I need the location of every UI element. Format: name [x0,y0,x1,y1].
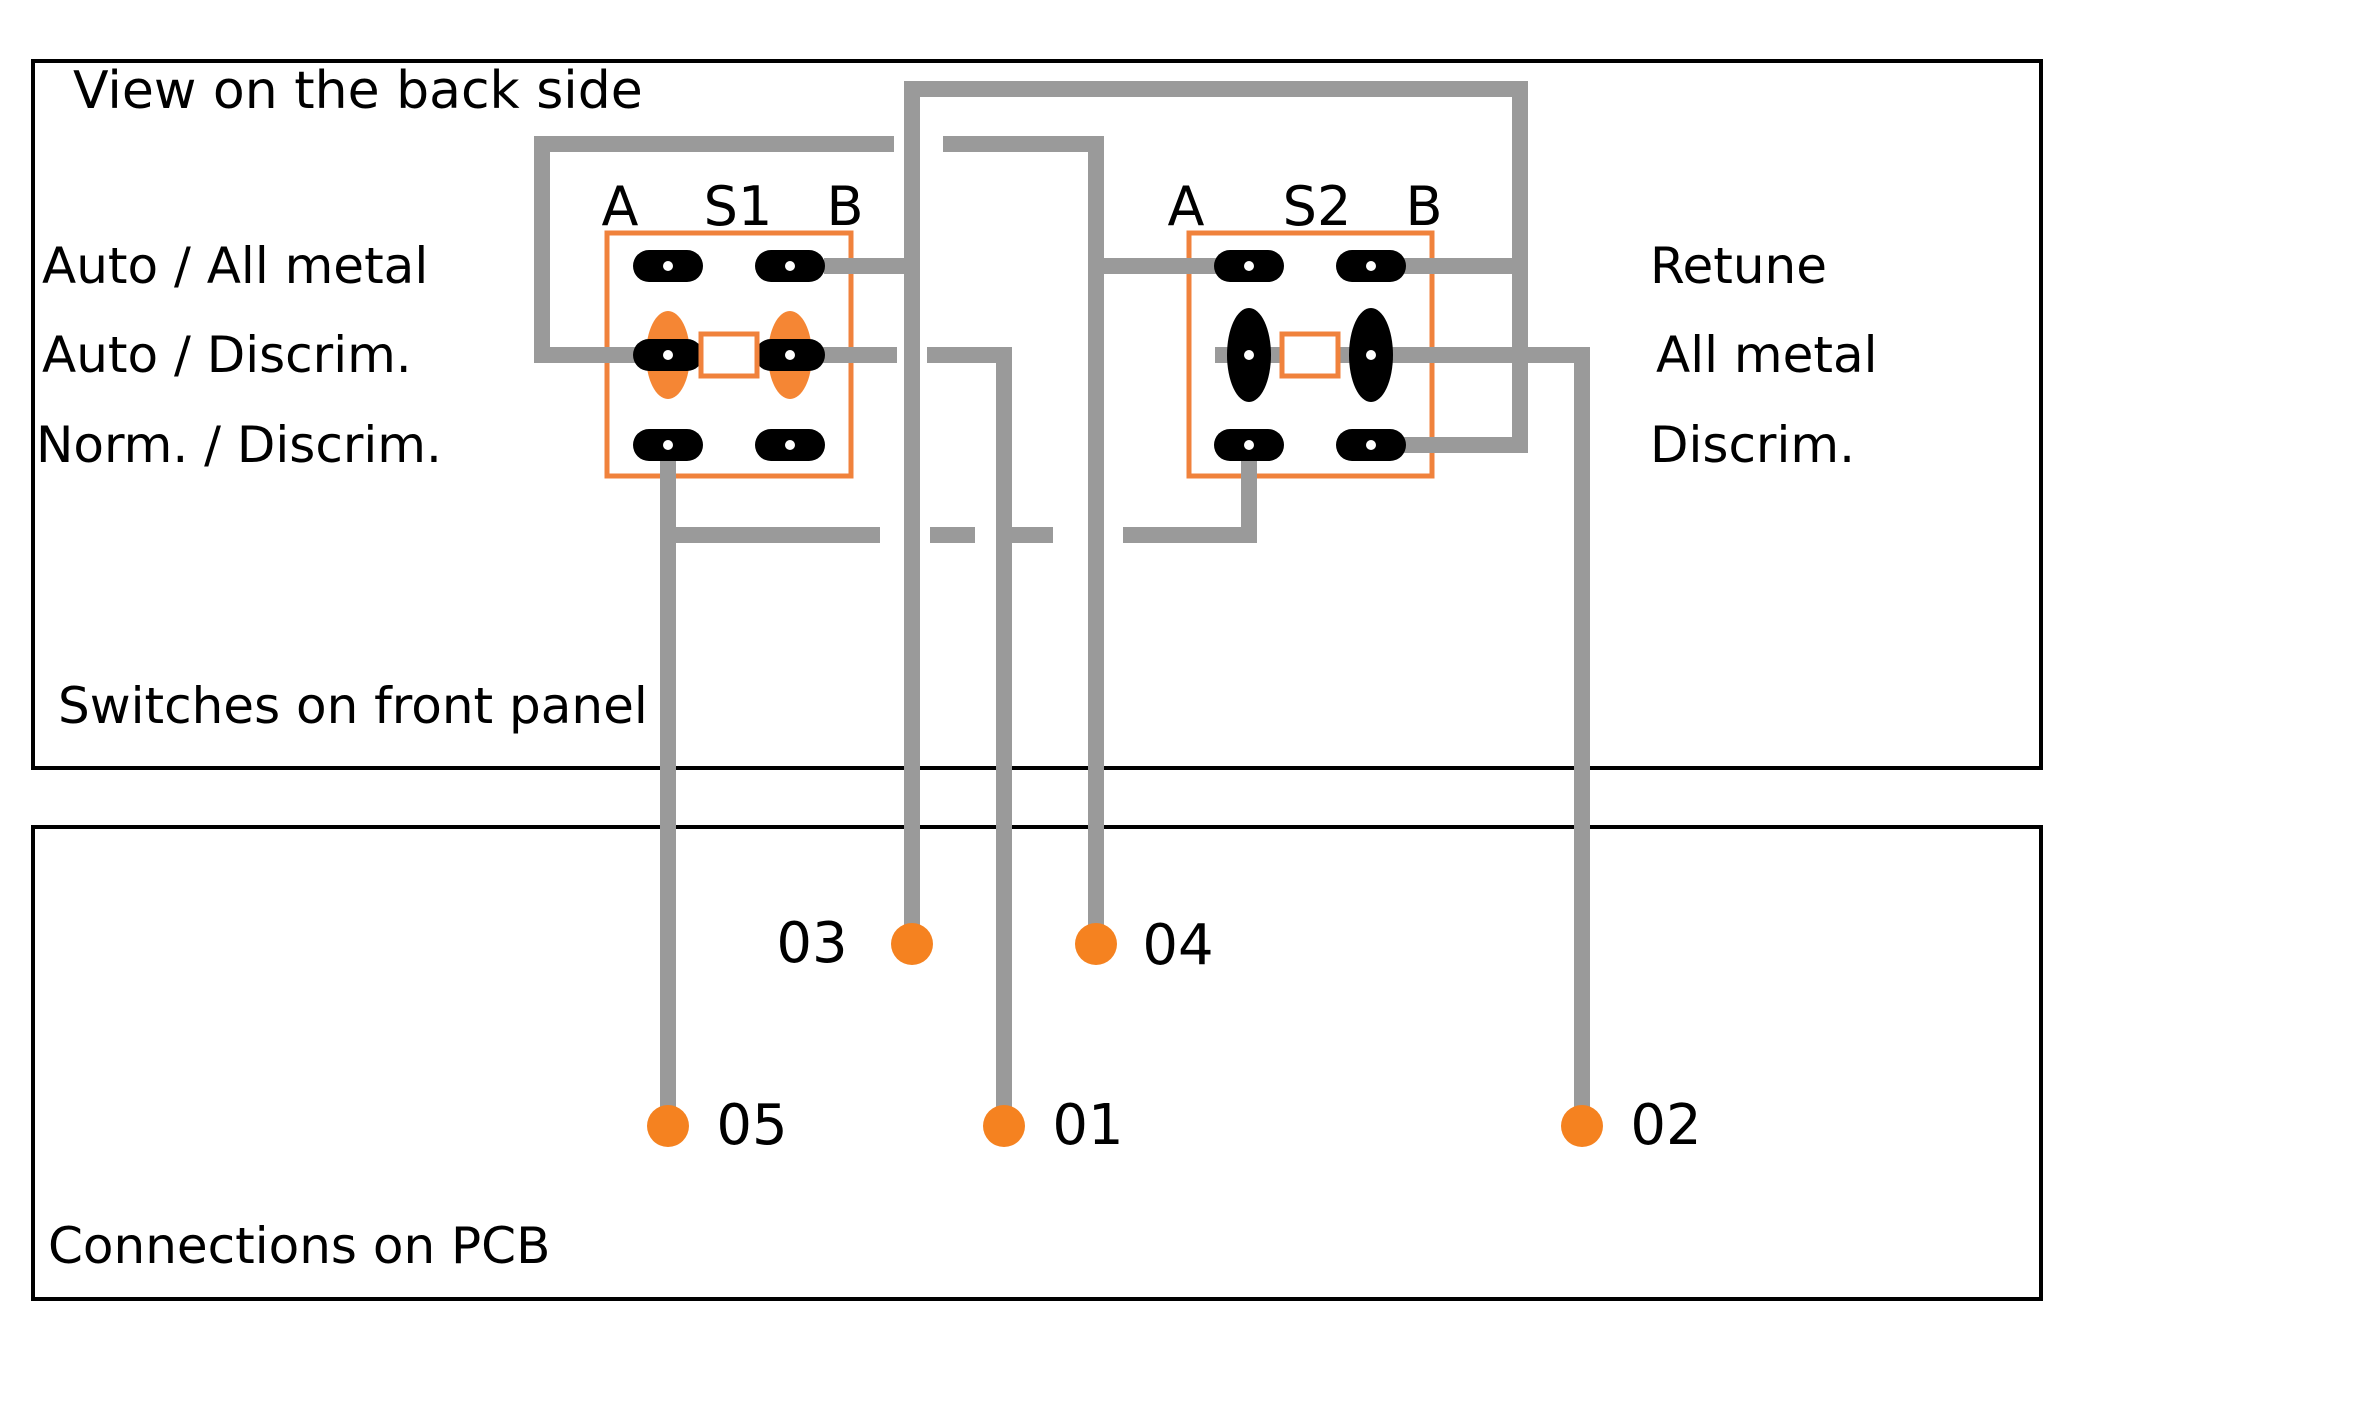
wire-nets [534,81,1590,1126]
wire-segment [1123,445,1257,543]
pad-03-label: 03 [776,911,848,976]
pad-02-label: 02 [1630,1093,1702,1158]
wire-segment [943,136,1104,944]
back-side-panel [31,59,2043,770]
s1-position-label-bottom: Norm. / Discrim. [36,416,442,474]
s2-position-label-top: Retune [1650,237,1828,295]
pad-05-label: 05 [716,1093,788,1158]
switch-s2-actuator [1279,331,1341,379]
switch-s1-actuator [698,331,760,379]
s1-position-label-top: Auto / All metal [42,237,429,295]
pad-01-label: 01 [1052,1093,1124,1158]
switch-s2-name: S2 [1282,175,1352,238]
s1-position-label-middle: Auto / Discrim. [42,326,412,384]
pcb-pad-04 [1075,923,1117,965]
wire-segment [1371,347,1590,1126]
switch-s2-col-b-label: B [1405,175,1443,238]
pin-dots [663,261,1376,450]
pcb-pad-02 [1561,1105,1603,1147]
pcb-pad-05 [647,1105,689,1147]
back-panel-footer: Switches on front panel [58,677,648,735]
pcb-pad-01 [983,1105,1025,1147]
pcb-pads [647,923,1603,1147]
switch-s1-name: S1 [703,175,773,238]
wire-segment [904,81,1528,944]
net-pad01 [824,347,1012,1126]
wire-segment [927,347,1012,1126]
switch-s2-col-a-label: A [1167,175,1205,238]
pcb-panel [31,825,2043,1301]
switch-s1-col-b-label: B [826,175,864,238]
back-panel-title: View on the back side [73,61,643,121]
pad-04-label: 04 [1142,913,1214,978]
s2-position-label-middle: All metal [1656,326,1878,384]
wire-segment [534,136,894,363]
pcb-panel-title: Connections on PCB [48,1217,551,1275]
net-pad02 [1371,347,1590,1126]
switch-s1-col-a-label: A [601,175,639,238]
net-pad05 [660,445,1257,1126]
s2-position-label-bottom: Discrim. [1650,416,1855,474]
pcb-pad-03 [891,923,933,965]
